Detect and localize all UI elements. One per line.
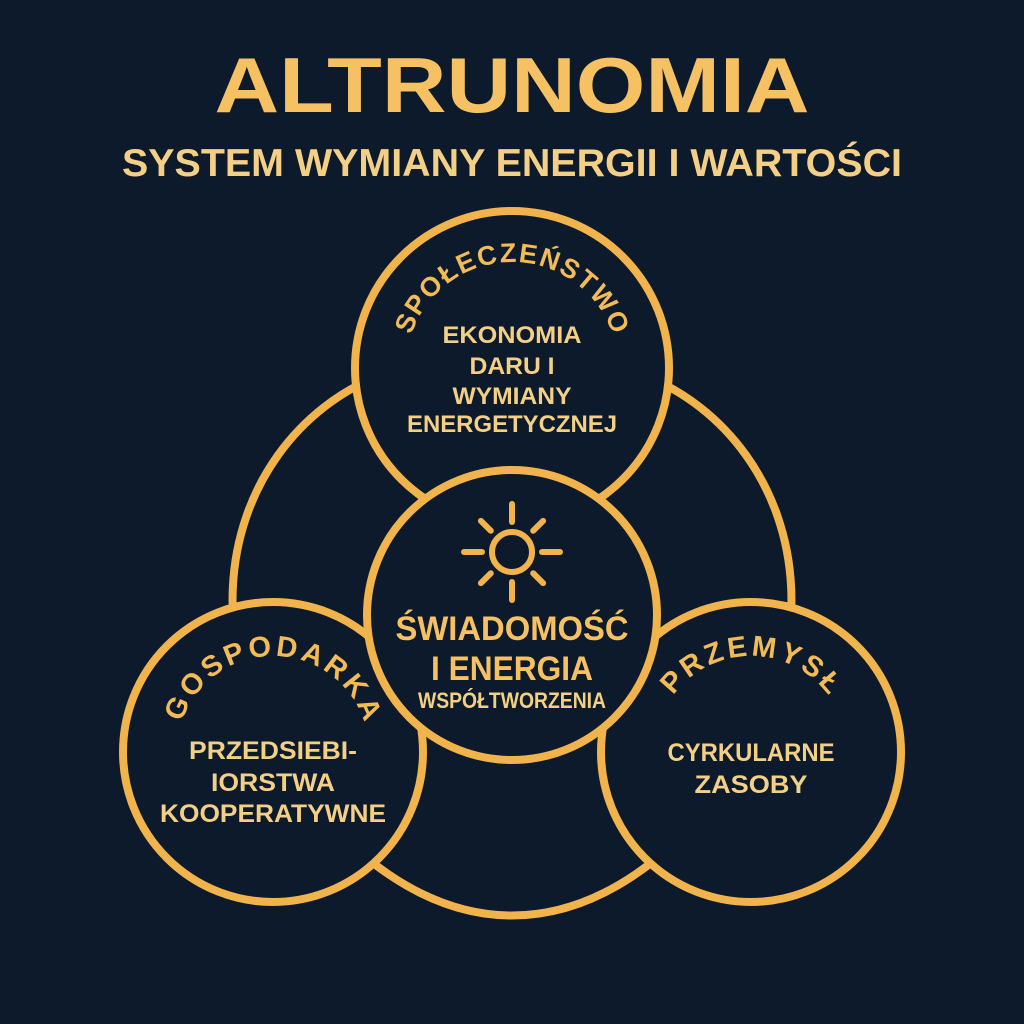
society-text-line: EKONOMIA <box>443 322 582 349</box>
center-text-line: ŚWIADOMOŚĆ <box>396 610 629 648</box>
society-text-line: WYMIANY <box>453 383 572 410</box>
society-text-line: DARU I <box>470 353 555 380</box>
economy-text-line: PRZEDSIEBI- <box>189 737 357 765</box>
industry-circle <box>597 598 905 906</box>
center-text-line: I ENERGIA <box>431 650 593 688</box>
consciousness-circle <box>363 466 661 764</box>
center-text-line: WSPÓŁTWORZENIA <box>418 688 606 713</box>
page-title: ALTRUNOMIA <box>215 41 810 129</box>
society-text-line: ENERGETYCZNEJ <box>407 411 617 438</box>
sun-core <box>489 529 535 575</box>
industry-text-line: CYRKULARNE <box>668 739 835 767</box>
sun-ray-sw <box>477 570 494 587</box>
economy-text-line: IORSTWA <box>211 769 335 797</box>
industry-text-line: ZASOBY <box>695 771 808 799</box>
sun-ray-se <box>530 570 547 587</box>
page-subtitle: SYSTEM WYMIANY ENERGII I WARTOŚCI <box>122 141 902 185</box>
economy-text-line: KOOPERATYWNE <box>160 800 386 828</box>
economy-circle <box>119 598 427 906</box>
sun-ray-nw <box>477 517 494 534</box>
sun-icon <box>461 501 563 603</box>
sun-ray-ne <box>530 517 547 534</box>
